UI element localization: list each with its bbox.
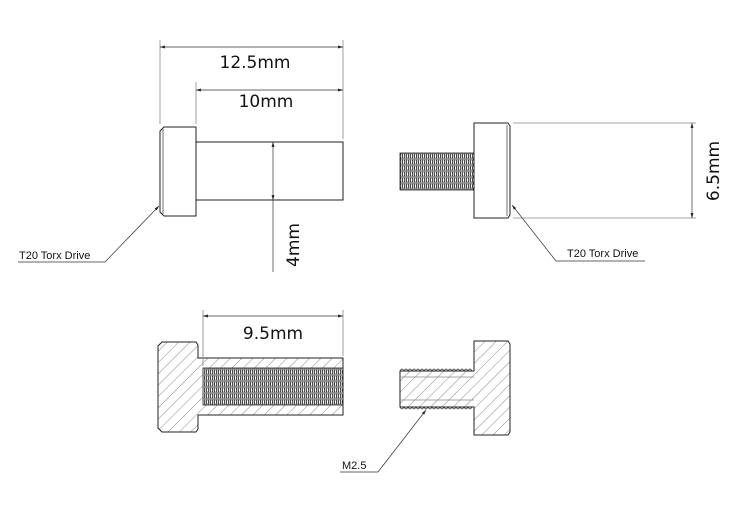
dim-thread-depth: 9.5mm [243,324,303,344]
label-thread-size: M2.5 [342,460,366,472]
label-torx-drive-left: T20 Torx Drive [19,250,90,262]
dim-shaft-length: 10mm [239,92,294,112]
standoff-side-view: 12.5mm 10mm 4mm T20 Torx Drive [18,40,344,272]
dim-shaft-diameter: 4mm [284,223,304,267]
standoff-section-view: 9.5mm [157,310,344,433]
dim-overall-length: 12.5mm [220,53,291,73]
label-torx-drive-right: T20 Torx Drive [567,248,638,260]
screw-section-view: M2.5 [340,340,511,473]
screw-side-view: 6.5mm T20 Torx Drive [399,122,724,262]
dim-head-diameter: 6.5mm [704,141,724,201]
